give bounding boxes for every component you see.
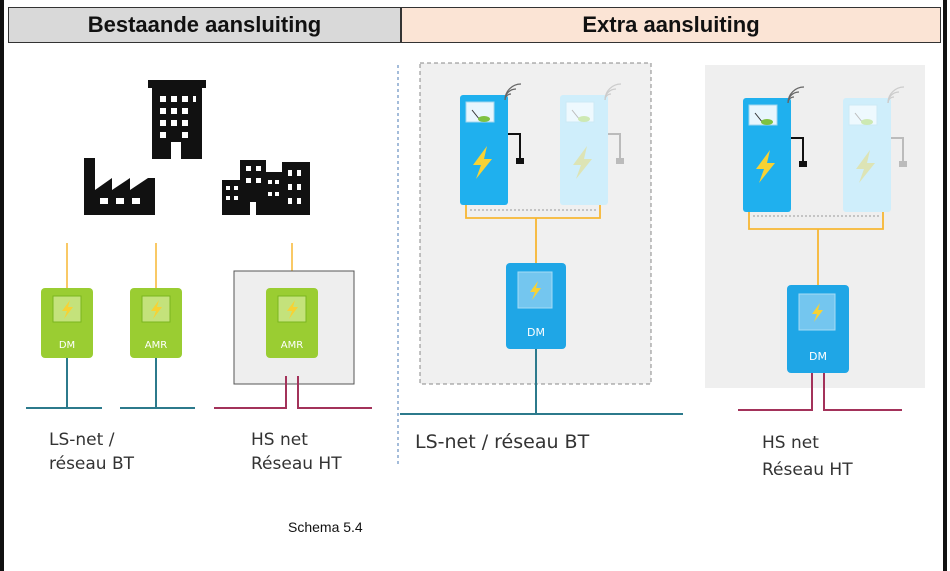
header-extra-connection: Extra aansluiting bbox=[401, 7, 941, 43]
wifi-signal-icon-faded-2 bbox=[887, 86, 905, 104]
header-existing-connection: Bestaande aansluiting bbox=[8, 7, 401, 43]
wifi-signal-icon bbox=[504, 83, 522, 101]
meter-dm-green: DM bbox=[41, 288, 93, 358]
charger-inactive-2 bbox=[843, 98, 907, 212]
charger-active-2 bbox=[743, 98, 807, 212]
hs-extra-lines bbox=[738, 373, 902, 411]
city-buildings-icon bbox=[222, 160, 310, 215]
ls-extra-label: LS-net / réseau BT bbox=[415, 431, 590, 453]
wifi-signal-icon-faded bbox=[604, 83, 622, 101]
meter-label-amr-2: AMR bbox=[281, 340, 303, 351]
figure-caption: Schema 5.4 bbox=[288, 519, 363, 535]
ls-net-label-line1: LS-net / bbox=[49, 430, 115, 450]
meter-dm-blue-1: DM bbox=[506, 263, 566, 349]
meter-amr-green-1: AMR bbox=[130, 288, 182, 358]
ls-net-label-line2: réseau BT bbox=[49, 454, 135, 474]
hs-net-label-line1: HS net bbox=[251, 430, 308, 450]
meter-label-dm: DM bbox=[59, 340, 75, 351]
hs-network-lines bbox=[214, 376, 372, 409]
meter-label-dm-blue-2: DM bbox=[809, 350, 827, 363]
ls-network-lines bbox=[26, 358, 195, 409]
hs-extra-label-line2: Réseau HT bbox=[762, 460, 853, 480]
ls-net-label: LS-net / réseau BT bbox=[49, 428, 134, 476]
charger-inactive-1 bbox=[560, 95, 624, 205]
hs-extra-label-line1: HS net bbox=[762, 433, 819, 453]
factory-icon bbox=[84, 158, 155, 215]
wifi-signal-icon-2 bbox=[787, 86, 805, 104]
meter-dm-blue-2: DM bbox=[787, 285, 849, 373]
hs-net-label: HS net Réseau HT bbox=[251, 428, 342, 476]
right-border bbox=[943, 0, 947, 571]
left-border bbox=[0, 0, 4, 571]
hs-extra-label: HS net Réseau HT bbox=[762, 430, 853, 484]
meter-amr-green-2: AMR bbox=[266, 288, 318, 358]
building-icon bbox=[148, 80, 206, 159]
charger-active-1 bbox=[460, 95, 524, 205]
meter-label-dm-blue-1: DM bbox=[527, 326, 545, 339]
hs-net-label-line2: Réseau HT bbox=[251, 454, 342, 474]
meter-label-amr-1: AMR bbox=[145, 340, 167, 351]
